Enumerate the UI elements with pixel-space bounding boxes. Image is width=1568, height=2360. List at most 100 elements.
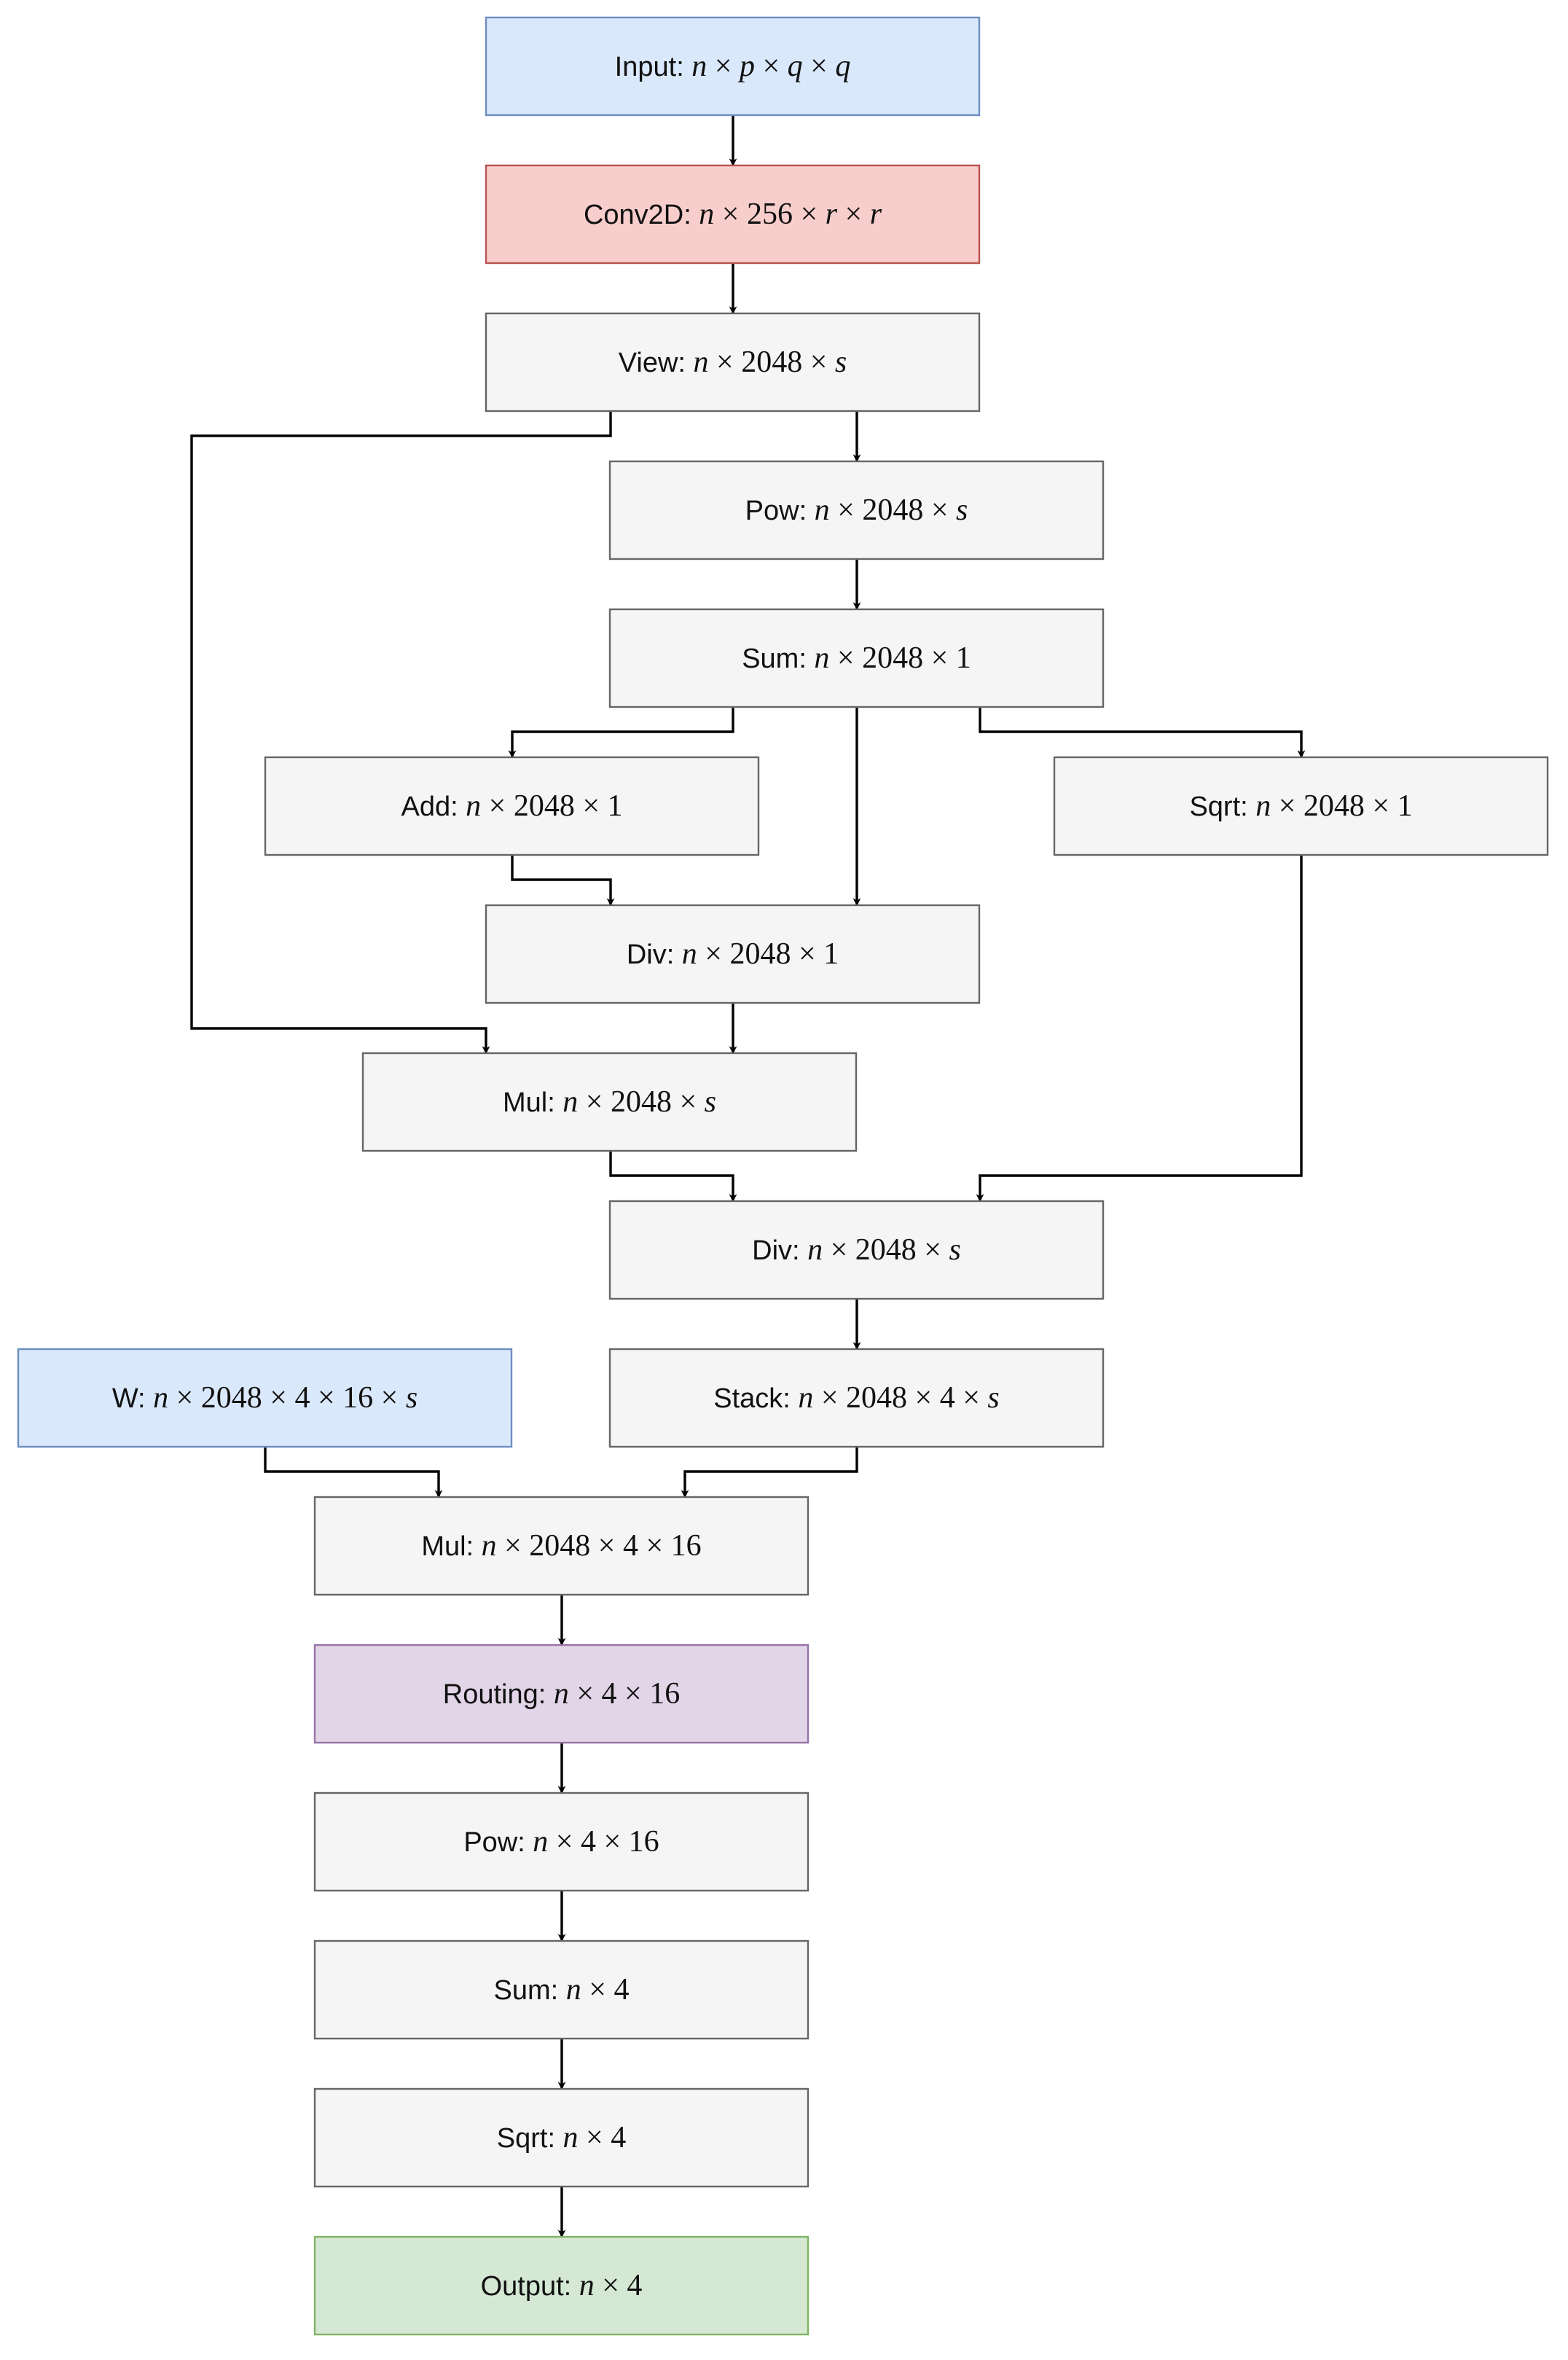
node-label-view: View: n × 2048 × s: [619, 345, 847, 379]
node-dims-sum1: n × 2048 × 1: [807, 641, 971, 675]
node-box-view: [485, 312, 981, 413]
node-box-sum1: [608, 608, 1105, 708]
node-op-w: W:: [112, 1383, 146, 1414]
edge-w-to-mul2: [264, 1447, 443, 1499]
node-op-mul2: Mul:: [421, 1531, 474, 1562]
node-op-div2: Div:: [752, 1235, 799, 1266]
node-dims-pow1: n × 2048 × s: [807, 493, 968, 527]
node-op-add: Add:: [401, 792, 458, 822]
node-label-mul1: Mul: n × 2048 × s: [503, 1085, 716, 1119]
node-add: Add: n × 2048 × 1: [264, 756, 760, 856]
edge-stack-to-mul2: [681, 1447, 858, 1499]
edge-add-to-div1: [511, 855, 615, 907]
node-div1: Div: n × 2048 × 1: [485, 904, 981, 1004]
node-op-conv: Conv2D:: [584, 200, 691, 230]
node-op-mul1: Mul:: [503, 1087, 555, 1118]
node-box-input: [485, 16, 981, 117]
node-label-sqrt1: Sqrt: n × 2048 × 1: [1189, 789, 1412, 823]
node-box-output: [313, 2235, 810, 2336]
node-box-pow2: [313, 1792, 810, 1892]
node-box-sum2: [313, 1939, 810, 2040]
node-dims-output: n × 4: [571, 2269, 642, 2302]
edge-view-to-mul1: [190, 411, 612, 1055]
node-dims-routing: n × 4 × 16: [546, 1677, 680, 1711]
node-dims-add: n × 2048 × 1: [458, 789, 623, 823]
node-mul1: Mul: n × 2048 × s: [361, 1052, 858, 1152]
nodes-layer: Input: n × p × q × q Conv2D: n × 256 × r …: [17, 16, 1549, 2336]
node-dims-sqrt1: n × 2048 × 1: [1248, 789, 1413, 823]
node-box-div2: [608, 1200, 1105, 1300]
node-output: Output: n × 4: [313, 2235, 810, 2336]
node-dims-w: n × 2048 × 4 × 16 × s: [146, 1381, 418, 1415]
node-dims-div2: n × 2048 × s: [800, 1233, 961, 1267]
node-box-pow1: [608, 460, 1105, 560]
node-dims-sum2: n × 4: [558, 1973, 629, 2007]
node-w: W: n × 2048 × 4 × 16 × s: [17, 1348, 513, 1448]
node-op-pow2: Pow:: [463, 1827, 525, 1858]
node-label-input: Input: n × p × q × q: [615, 50, 851, 83]
node-op-sum2: Sum:: [494, 1975, 559, 2006]
node-box-w: [17, 1348, 513, 1448]
node-box-div1: [485, 904, 981, 1004]
edge-sum1-to-sqrt1: [979, 707, 1306, 759]
node-op-stack: Stack:: [713, 1383, 791, 1414]
node-box-sqrt2: [313, 2087, 810, 2188]
node-op-input: Input:: [615, 52, 684, 82]
node-label-pow2: Pow: n × 4 × 16: [463, 1825, 659, 1859]
node-label-output: Output: n × 4: [481, 2269, 643, 2302]
node-box-add: [264, 756, 760, 856]
node-pow2: Pow: n × 4 × 16: [313, 1792, 810, 1892]
node-op-sum1: Sum:: [742, 644, 807, 674]
node-label-conv: Conv2D: n × 256 × r × r: [584, 198, 882, 231]
node-label-w: W: n × 2048 × 4 × 16 × s: [112, 1381, 418, 1415]
node-dims-conv: n × 256 × r × r: [691, 198, 882, 231]
node-input: Input: n × p × q × q: [485, 16, 981, 117]
node-sqrt1: Sqrt: n × 2048 × 1: [1053, 756, 1549, 856]
node-label-div1: Div: n × 2048 × 1: [627, 937, 839, 971]
node-dims-pow2: n × 4 × 16: [525, 1825, 659, 1859]
node-pow1: Pow: n × 2048 × s: [608, 460, 1105, 560]
node-op-sqrt2: Sqrt:: [497, 2123, 555, 2154]
node-op-view: View:: [619, 348, 686, 378]
node-box-mul2: [313, 1496, 810, 1596]
node-stack: Stack: n × 2048 × 4 × s: [608, 1348, 1105, 1448]
node-view: View: n × 2048 × s: [485, 312, 981, 413]
node-label-div2: Div: n × 2048 × s: [752, 1233, 961, 1267]
node-op-pow1: Pow:: [745, 496, 807, 526]
node-label-add: Add: n × 2048 × 1: [401, 789, 622, 823]
node-label-routing: Routing: n × 4 × 16: [443, 1677, 680, 1711]
node-dims-stack: n × 2048 × 4 × s: [791, 1381, 1000, 1415]
node-label-sum1: Sum: n × 2048 × 1: [742, 641, 971, 675]
node-sum1: Sum: n × 2048 × 1: [608, 608, 1105, 708]
node-dims-mul1: n × 2048 × s: [555, 1085, 716, 1119]
node-box-mul1: [361, 1052, 858, 1152]
node-box-stack: [608, 1348, 1105, 1448]
edges-layer: [190, 115, 1306, 2238]
node-dims-div1: n × 2048 × 1: [674, 937, 839, 971]
node-op-sqrt1: Sqrt:: [1189, 792, 1247, 822]
node-box-routing: [313, 1644, 810, 1744]
node-routing: Routing: n × 4 × 16: [313, 1644, 810, 1744]
node-conv: Conv2D: n × 256 × r × r: [485, 164, 981, 265]
node-op-routing: Routing:: [443, 1679, 546, 1710]
node-label-stack: Stack: n × 2048 × 4 × s: [713, 1381, 1000, 1415]
node-label-mul2: Mul: n × 2048 × 4 × 16: [421, 1529, 701, 1563]
node-dims-sqrt2: n × 4: [555, 2121, 626, 2154]
node-div2: Div: n × 2048 × s: [608, 1200, 1105, 1300]
node-label-sqrt2: Sqrt: n × 4: [497, 2121, 626, 2154]
node-dims-input: n × p × q × q: [684, 50, 851, 83]
node-mul2: Mul: n × 2048 × 4 × 16: [313, 1496, 810, 1596]
node-label-pow1: Pow: n × 2048 × s: [745, 493, 968, 527]
node-box-sqrt1: [1053, 756, 1549, 856]
node-sum2: Sum: n × 4: [313, 1939, 810, 2040]
node-label-sum2: Sum: n × 4: [494, 1973, 630, 2007]
node-dims-view: n × 2048 × s: [686, 345, 847, 379]
node-box-conv: [485, 164, 981, 265]
edge-sqrt1-to-div2: [976, 855, 1303, 1203]
edge-sum1-to-add: [508, 707, 734, 759]
edge-mul1-to-div2: [609, 1151, 737, 1203]
node-op-output: Output:: [481, 2271, 572, 2302]
node-op-div1: Div:: [627, 939, 674, 970]
node-sqrt2: Sqrt: n × 4: [313, 2087, 810, 2188]
